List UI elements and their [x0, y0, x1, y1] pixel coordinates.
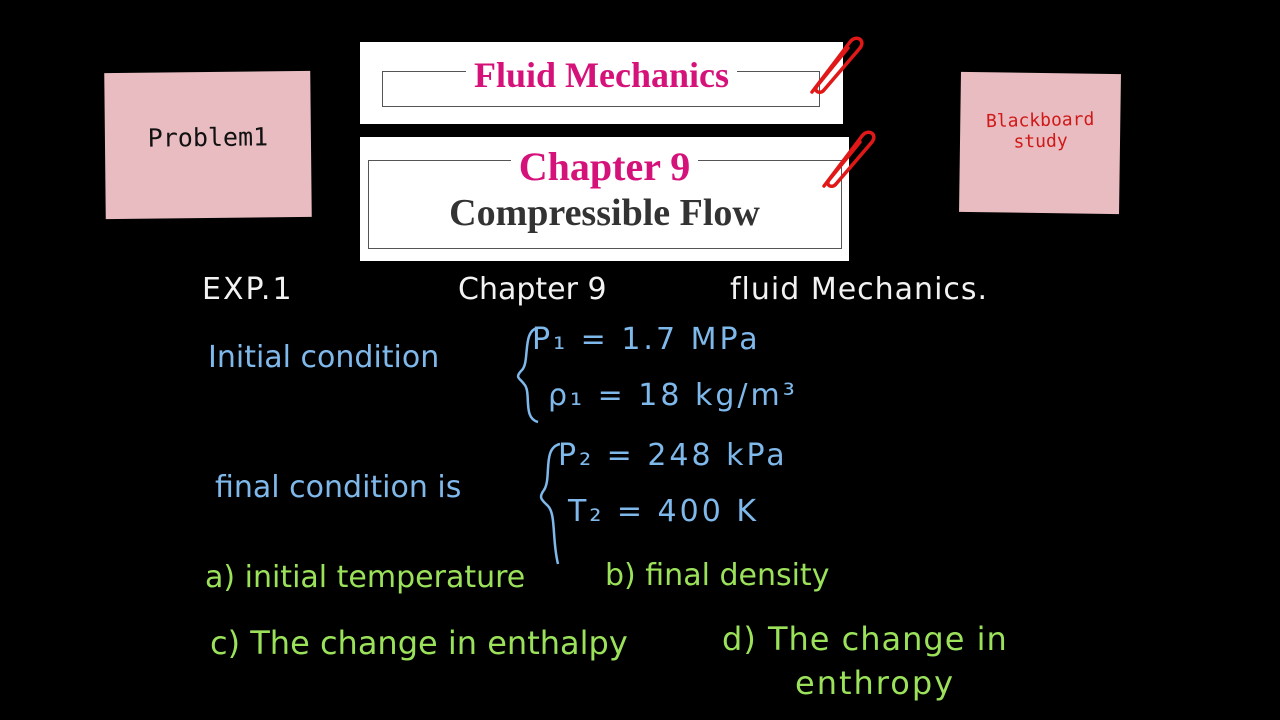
initial-brace [516, 326, 539, 424]
chapter-banner: Chapter 9 Compressible Flow [360, 137, 849, 261]
final-condition-label: final condition is [215, 470, 462, 505]
book-title: Fluid Mechanics [465, 55, 737, 95]
chapter-title: Compressible Flow [449, 192, 760, 234]
final-brace [539, 442, 561, 565]
question-b: b) final density [605, 558, 830, 593]
problem-label: Problem1 [147, 121, 269, 153]
initial-pressure: P₁ = 1.7 MPa [532, 322, 761, 357]
final-pressure: P₂ = 248 kPa [558, 438, 788, 473]
question-d-line2: enthropy [795, 664, 956, 702]
study-label: study [1013, 130, 1068, 153]
heading-chapter: Chapter 9 [458, 272, 607, 307]
chapter-number: Chapter 9 [510, 144, 699, 189]
blackboard-sticky-note: Blackboard study [959, 71, 1121, 215]
question-d-line1: d) The change in [722, 620, 1008, 658]
initial-condition-label: Initial condition [208, 340, 440, 375]
heading-book: fluid Mechanics. [730, 272, 989, 307]
blackboard-label: Blackboard [985, 108, 1095, 133]
question-c: c) The change in enthalpy [210, 624, 628, 662]
initial-density: ρ₁ = 18 kg/m³ [548, 378, 798, 413]
question-a: a) initial temperature [205, 560, 526, 595]
example-number: EXP.1 [202, 272, 294, 307]
fluid-mechanics-banner: Fluid Mechanics [360, 42, 843, 124]
final-temperature: T₂ = 400 K [568, 494, 760, 529]
paperclip-icon [810, 36, 864, 94]
paperclip-icon [822, 130, 876, 188]
problem-sticky-note: Problem1 [104, 70, 312, 220]
